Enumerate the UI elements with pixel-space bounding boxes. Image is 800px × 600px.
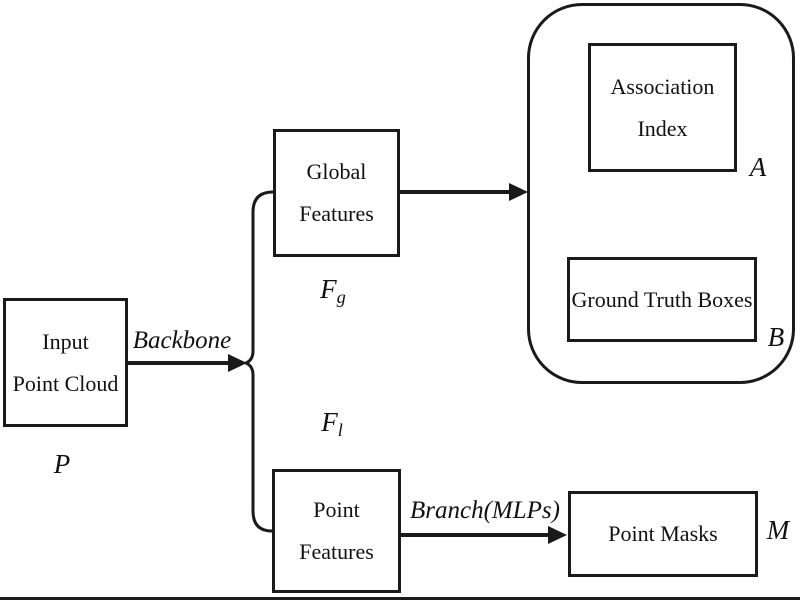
backbone-arrowhead-icon bbox=[228, 354, 247, 372]
symbol-fl-base: F bbox=[321, 406, 338, 437]
branch-mlps-arrowhead-icon bbox=[548, 526, 567, 544]
point-masks-label: Point Masks bbox=[608, 521, 718, 547]
bottom-border-line bbox=[0, 597, 800, 600]
global-features-box: Global Features bbox=[273, 129, 400, 257]
branch-split-curve bbox=[242, 190, 274, 533]
ground-truth-boxes-box: Ground Truth Boxes bbox=[567, 257, 757, 342]
global-to-container-arrowhead-icon bbox=[509, 183, 528, 201]
symbol-p: P bbox=[54, 449, 71, 483]
symbol-b: B bbox=[768, 322, 785, 356]
branch-mlps-edge-label: Branch(MLPs) bbox=[410, 497, 560, 524]
symbol-m: M bbox=[767, 515, 790, 549]
symbol-fl: Fl bbox=[321, 407, 343, 441]
point-features-label: Point Features bbox=[299, 497, 374, 564]
association-index-box: Association Index bbox=[588, 43, 737, 172]
symbol-a: A bbox=[750, 152, 767, 186]
backbone-edge-label: Backbone bbox=[132, 327, 232, 354]
symbol-b-base: B bbox=[767, 321, 785, 352]
point-features-box: Point Features bbox=[272, 469, 401, 593]
association-index-label: Association Index bbox=[610, 73, 715, 141]
symbol-fg-sub: g bbox=[336, 287, 346, 308]
input-point-cloud-label: Input Point Cloud bbox=[12, 328, 119, 396]
symbol-p-base: P bbox=[53, 448, 71, 479]
point-masks-box: Point Masks bbox=[568, 491, 758, 577]
ground-truth-boxes-label: Ground Truth Boxes bbox=[571, 286, 753, 312]
symbol-fg-base: F bbox=[320, 273, 337, 304]
global-features-label: Global Features bbox=[299, 159, 374, 226]
symbol-a-base: A bbox=[749, 151, 767, 182]
symbol-fg: Fg bbox=[320, 274, 346, 308]
input-point-cloud-box: Input Point Cloud bbox=[3, 298, 128, 427]
symbol-m-base: M bbox=[766, 514, 790, 545]
symbol-fl-sub: l bbox=[337, 420, 343, 441]
